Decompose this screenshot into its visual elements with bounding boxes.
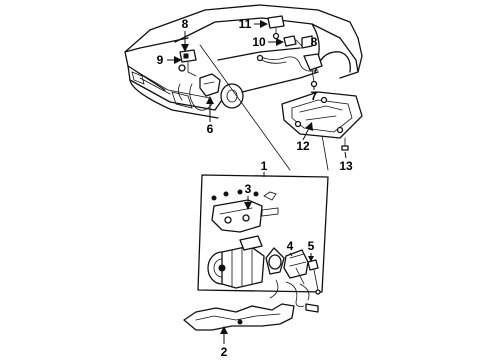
compressor-motor xyxy=(207,235,265,289)
compressor-mounting-tray xyxy=(281,91,363,151)
compressor-bracket xyxy=(211,189,279,233)
callout-6-label: 6 xyxy=(207,122,214,136)
front-height-sensor xyxy=(178,49,221,111)
callout-6: 6 xyxy=(206,96,214,136)
callout-13: 13 xyxy=(339,151,353,173)
callout-5: 5 xyxy=(308,239,315,262)
pressure-switch xyxy=(307,259,321,295)
callout-8-left-label: 8 xyxy=(182,17,189,31)
callout-12: 12 xyxy=(296,122,313,153)
air-dryer xyxy=(265,247,285,275)
callout-11: 11 xyxy=(239,17,268,31)
callout-9: 9 xyxy=(157,53,182,67)
leader-line-left xyxy=(199,44,291,171)
callout-8-right-label: 8 xyxy=(311,35,318,49)
callout-8-left: 8 xyxy=(181,17,189,52)
callout-11-label: 11 xyxy=(239,17,252,31)
callout-1: 1 xyxy=(261,159,268,177)
callout-2-label: 2 xyxy=(221,345,228,359)
callout-4-label: 4 xyxy=(287,239,294,253)
callout-12-label: 12 xyxy=(296,139,310,153)
rear-height-sensor xyxy=(256,15,323,88)
air-lines xyxy=(269,279,319,313)
callout-3-label: 3 xyxy=(245,182,252,196)
callout-7: 7 xyxy=(311,86,318,103)
callout-8-right: 8 xyxy=(311,35,318,49)
callout-5-label: 5 xyxy=(308,239,315,253)
callout-7-label: 7 xyxy=(311,89,318,103)
exhaust-solenoid xyxy=(283,249,309,285)
callout-9-label: 9 xyxy=(157,53,164,67)
compressor-assembly-box xyxy=(197,174,329,293)
callout-4: 4 xyxy=(287,239,294,257)
callout-10-label: 10 xyxy=(252,35,266,49)
callout-13-label: 13 xyxy=(339,159,353,173)
callout-10: 10 xyxy=(252,35,284,49)
callout-1-label: 1 xyxy=(261,159,268,173)
callout-2: 2 xyxy=(220,326,228,359)
compressor-mounting-bracket xyxy=(183,303,295,331)
callout-3: 3 xyxy=(244,182,252,210)
